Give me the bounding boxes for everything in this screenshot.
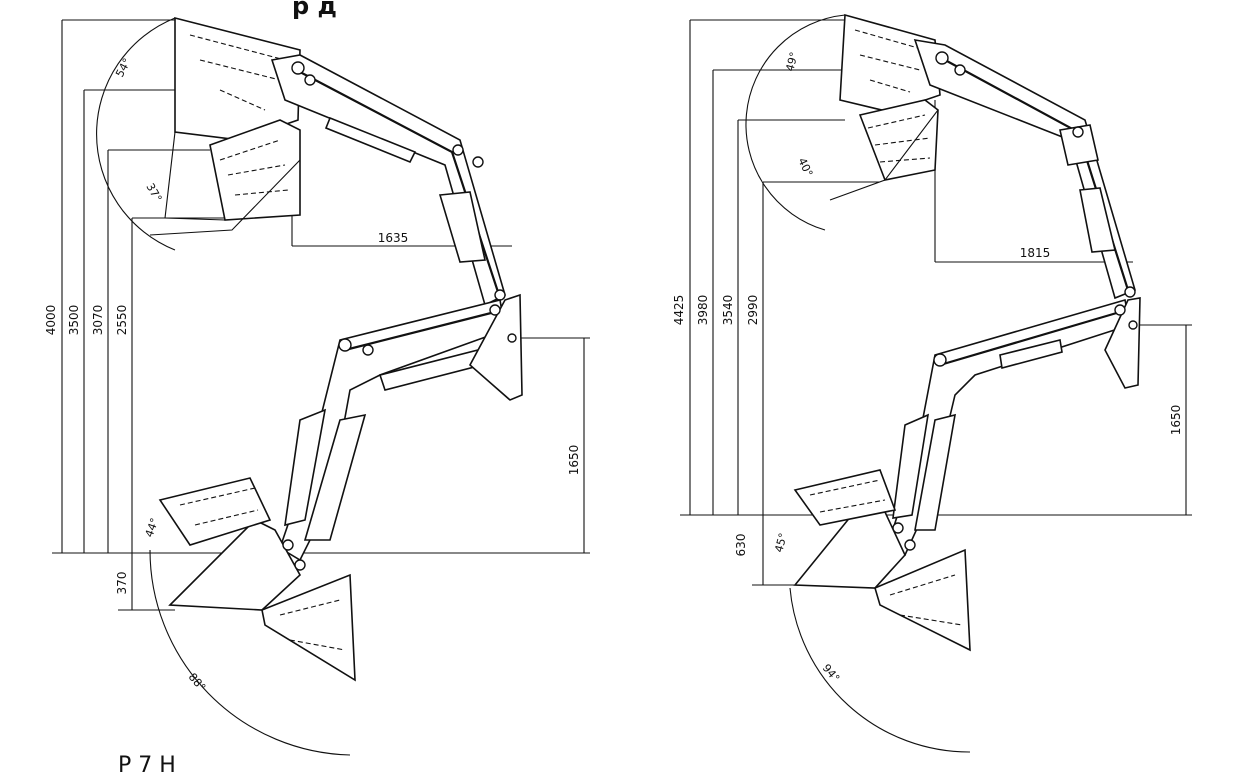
right-upper-dump-arc <box>745 14 846 231</box>
left-height-2550: 2550 <box>115 305 129 336</box>
left-angle-54: 54° <box>113 56 134 79</box>
left-angle-44: 44° <box>143 516 162 539</box>
left-reach-1635: 1635 <box>378 231 409 245</box>
caption-fragment: Р 7 Н <box>118 753 176 776</box>
right-lift-dimension: 1650 <box>1130 324 1192 515</box>
right-angle-45: 45° <box>772 532 790 554</box>
right-reach-1815: 1815 <box>1020 246 1051 260</box>
left-upper-dump-arc <box>96 17 176 251</box>
right-angle-40: 40° <box>795 156 815 179</box>
left-height-3070: 3070 <box>91 305 105 336</box>
left-height-dimensions: 4000 3500 3070 2550 370 <box>44 19 590 611</box>
left-boom <box>270 54 506 307</box>
right-boom <box>913 38 1136 300</box>
left-lift-1650: 1650 <box>567 445 581 476</box>
left-lift-dimension: 1650 <box>512 337 590 553</box>
left-height-3500: 3500 <box>67 305 81 336</box>
left-angle-37: 37° <box>143 181 164 204</box>
right-lower-arm <box>887 297 1141 557</box>
left-depth-370: 370 <box>115 572 129 595</box>
left-raised-bucket <box>149 16 301 236</box>
left-lower-arm <box>279 293 523 562</box>
right-height-2990: 2990 <box>746 295 760 326</box>
right-height-3540: 3540 <box>721 295 735 326</box>
right-height-dimensions: 4425 3980 3540 2990 630 <box>672 19 1192 586</box>
right-loader-diagram: 4425 3980 3540 2990 630 1815 1650 49° 40… <box>672 13 1192 753</box>
right-ground-bucket: 45° 94° <box>772 469 971 753</box>
left-loader-diagram: 4000 3500 3070 2550 370 1635 1650 54° 37… <box>44 16 590 756</box>
right-lift-1650: 1650 <box>1169 405 1183 436</box>
right-angle-49: 49° <box>783 51 801 73</box>
right-angle-94: 94° <box>820 662 842 685</box>
right-height-4425: 4425 <box>672 295 686 326</box>
left-height-4000: 4000 <box>44 305 58 336</box>
right-height-3980: 3980 <box>696 295 710 326</box>
header-fragment: р д <box>292 0 337 20</box>
right-depth-630: 630 <box>734 534 748 557</box>
